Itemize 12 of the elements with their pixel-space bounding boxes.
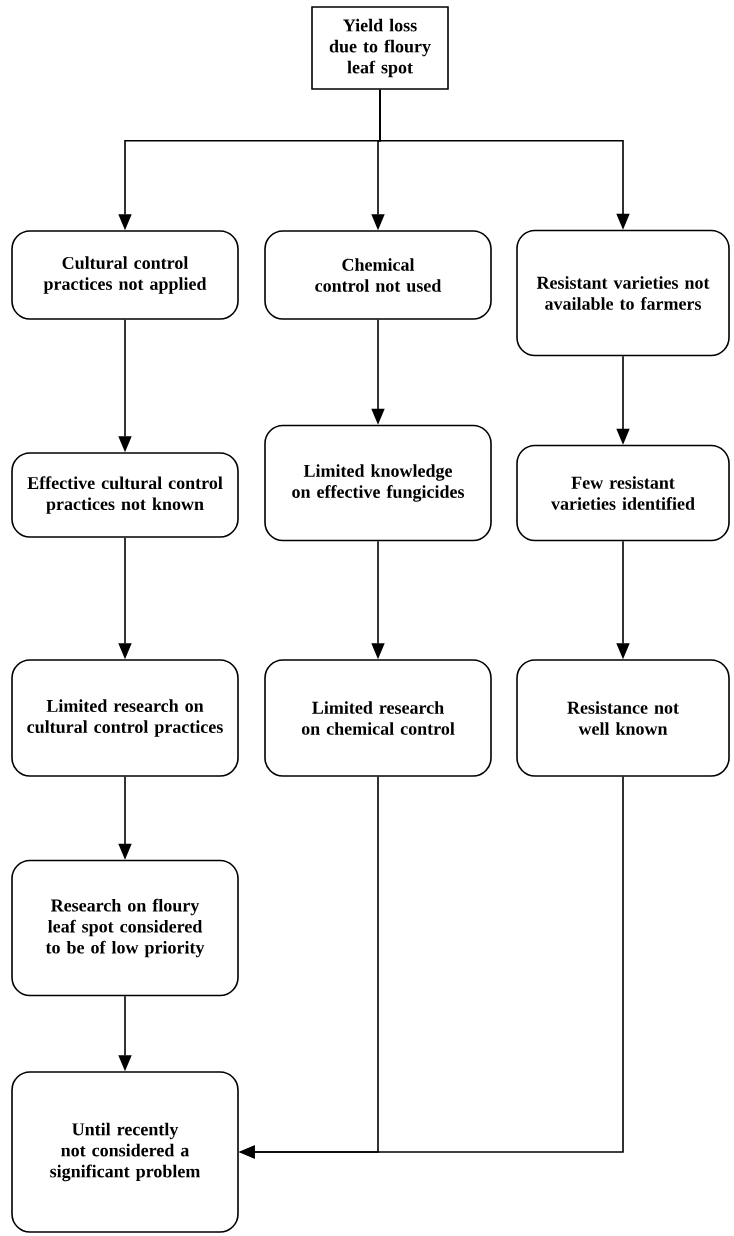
cause-box: Limited research on cultural control practices: [11, 659, 239, 777]
cause-box: Effective cultural control practices not known: [11, 452, 239, 538]
cause-box: Few resistant varieties identified: [516, 444, 730, 542]
cause-box: Research on floury leaf spot considered to be of low priority: [11, 859, 239, 997]
cause-box: Resistant varieties not available to farmers: [516, 229, 730, 357]
cause-box: Until recently not considered a significant problem: [11, 1071, 239, 1233]
cause-box: Limited research on chemical control: [264, 659, 492, 777]
problem-box: Yield loss due to floury leaf spot: [311, 6, 449, 90]
cause-box: Cultural control practices not applied: [11, 230, 239, 320]
cause-box: Chemical control not used: [264, 230, 492, 320]
cause-box: Resistance not well known: [516, 659, 730, 777]
cause-box: Limited knowledge on effective fungicides: [264, 424, 492, 542]
